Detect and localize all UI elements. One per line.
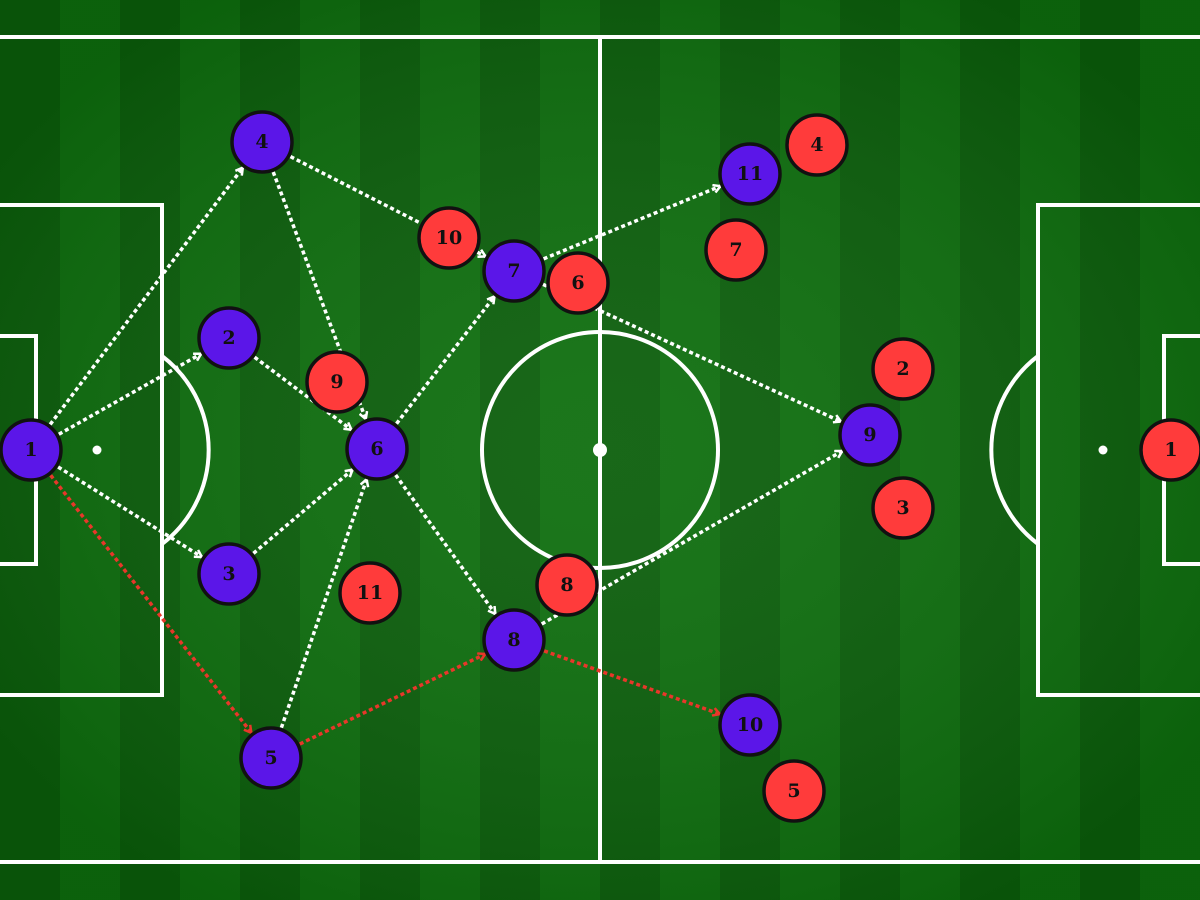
- left-penalty-arc: [160, 354, 211, 546]
- blue-player-marker[interactable]: [838, 403, 902, 467]
- pass-arrow-b1-to-b2: [57, 352, 201, 436]
- red-player-number: 10: [436, 227, 462, 249]
- blue-player-marker[interactable]: [239, 726, 303, 790]
- red-player-number: 3: [896, 497, 909, 519]
- blue-player-number: 1: [24, 439, 37, 461]
- blue-player-1[interactable]: 1: [0, 418, 63, 482]
- blue-player-marker[interactable]: [197, 542, 261, 606]
- blue-player-number: 2: [222, 327, 235, 349]
- blue-player-number: 11: [737, 163, 763, 185]
- blue-player-number: 4: [255, 131, 268, 153]
- red-player-number: 8: [560, 574, 573, 596]
- pass-arrow-b2-to-b6: [253, 355, 352, 430]
- red-player-marker[interactable]: [871, 337, 935, 401]
- pass-arrow-b6-to-b7: [395, 296, 495, 425]
- red-player-marker[interactable]: [762, 759, 826, 823]
- red-player-number: 4: [810, 134, 823, 156]
- red-player-marker[interactable]: [785, 113, 849, 177]
- right-penalty-arc: [989, 354, 1040, 546]
- blue-player-number: 5: [264, 747, 277, 769]
- blue-player-9[interactable]: 9: [838, 403, 902, 467]
- blue-player-number: 9: [863, 424, 876, 446]
- left-penalty-box: [0, 203, 164, 697]
- red-player-number: 11: [357, 582, 383, 604]
- red-player-11[interactable]: 11: [338, 561, 402, 625]
- red-player-marker[interactable]: [338, 561, 402, 625]
- red-player-marker[interactable]: [305, 350, 369, 414]
- blue-player-8[interactable]: 8: [482, 608, 546, 672]
- red-player-7[interactable]: 7: [704, 218, 768, 282]
- pass-arrow-b1-to-b4: [48, 168, 243, 426]
- blue-player-10[interactable]: 10: [718, 693, 782, 757]
- red-player-4[interactable]: 4: [785, 113, 849, 177]
- red-player-1[interactable]: 1: [1139, 418, 1200, 482]
- blue-player-marker[interactable]: [0, 418, 63, 482]
- blue-player-3[interactable]: 3: [197, 542, 261, 606]
- pass-arrow-b5-to-b6: [279, 479, 366, 729]
- red-player-8[interactable]: 8: [535, 553, 599, 617]
- pass-arrow-b6-to-b8: [394, 473, 496, 614]
- pass-arrow-b7-to-b11: [542, 186, 721, 261]
- red-player-marker[interactable]: [871, 476, 935, 540]
- blue-player-11[interactable]: 11: [718, 142, 782, 206]
- red-player-marker[interactable]: [417, 206, 481, 270]
- right-penalty-spot: [1098, 445, 1108, 455]
- red-player-number: 9: [330, 371, 343, 393]
- pass-arrow-b7-to-b9: [542, 282, 841, 421]
- centre-circle: [480, 330, 720, 570]
- blue-player-number: 8: [507, 629, 520, 651]
- blue-player-number: 10: [737, 714, 763, 736]
- red-player-number: 5: [787, 780, 800, 802]
- red-player-number: 2: [896, 358, 909, 380]
- left-penalty-spot: [92, 445, 102, 455]
- red-player-marker[interactable]: [704, 218, 768, 282]
- pass-arrow-b1-to-b5: [49, 474, 252, 733]
- red-player-number: 7: [729, 239, 742, 261]
- pass-arrow-b8-to-b10: [543, 649, 720, 714]
- red-player-9[interactable]: 9: [305, 350, 369, 414]
- red-player-marker[interactable]: [1139, 418, 1200, 482]
- blue-player-marker[interactable]: [718, 693, 782, 757]
- pass-arrow-b5-to-b8: [299, 654, 485, 746]
- blue-player-marker[interactable]: [197, 306, 261, 370]
- blue-player-5[interactable]: 5: [239, 726, 303, 790]
- blue-player-marker[interactable]: [718, 142, 782, 206]
- blue-player-marker[interactable]: [345, 417, 409, 481]
- blue-player-number: 3: [222, 563, 235, 585]
- right-penalty-box: [1036, 203, 1200, 697]
- red-player-2[interactable]: 2: [871, 337, 935, 401]
- red-player-10[interactable]: 10: [417, 206, 481, 270]
- blue-player-marker[interactable]: [230, 110, 294, 174]
- red-player-number: 6: [571, 272, 584, 294]
- blue-player-4[interactable]: 4: [230, 110, 294, 174]
- red-player-marker[interactable]: [546, 251, 610, 315]
- blue-player-marker[interactable]: [482, 608, 546, 672]
- blue-player-marker[interactable]: [482, 239, 546, 303]
- blue-player-number: 6: [370, 438, 383, 460]
- pass-arrow-b1-to-b3: [57, 465, 202, 559]
- red-player-number: 1: [1164, 439, 1177, 461]
- centre-spot: [593, 443, 607, 457]
- red-player-3[interactable]: 3: [871, 476, 935, 540]
- blue-player-7[interactable]: 7: [482, 239, 546, 303]
- red-player-5[interactable]: 5: [762, 759, 826, 823]
- blue-player-6[interactable]: 6: [345, 417, 409, 481]
- blue-player-2[interactable]: 2: [197, 306, 261, 370]
- pass-arrow-b3-to-b6: [252, 470, 352, 555]
- red-player-marker[interactable]: [535, 553, 599, 617]
- blue-player-number: 7: [507, 260, 520, 282]
- red-player-6[interactable]: 6: [546, 251, 610, 315]
